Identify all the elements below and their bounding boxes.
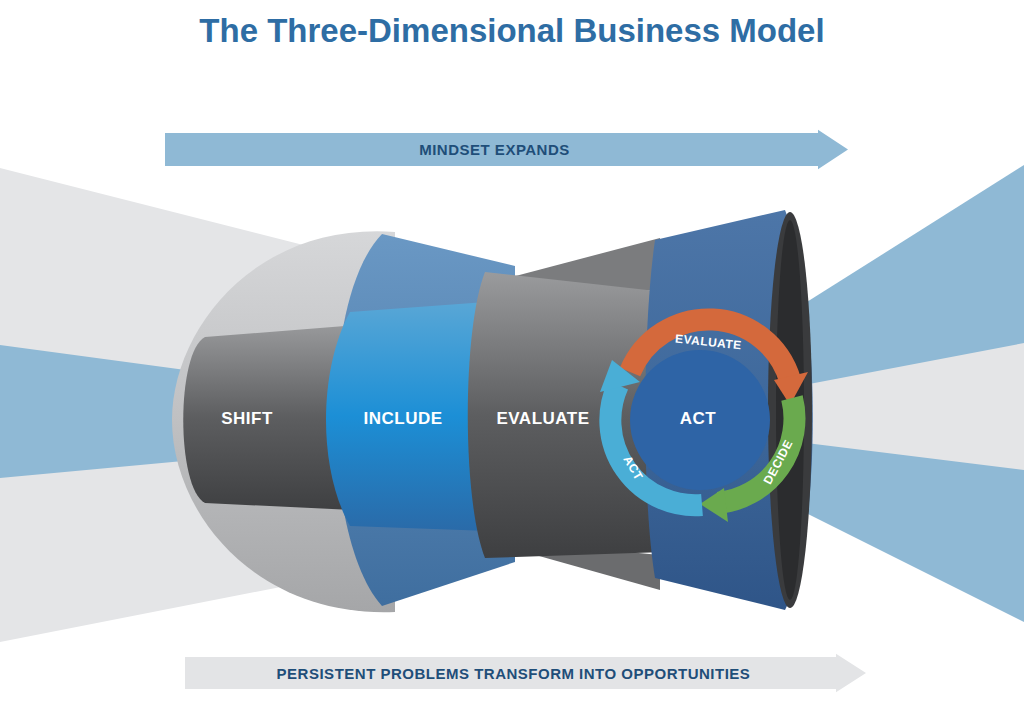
band-text: PERSISTENT PROBLEMS TRANSFORM INTO OPPOR… [277,665,775,682]
model-segment: ACT [680,409,716,429]
model-segment: INCLUDE [363,409,442,429]
arrow-band: MINDSET EXPANDS [165,133,848,166]
band-text: MINDSET EXPANDS [419,141,594,158]
title: The Three-Dimensional Business Model [0,12,1024,50]
arrow-band: PERSISTENT PROBLEMS TRANSFORM INTO OPPOR… [185,657,866,689]
model-segment: SHIFT [221,409,273,429]
segment-label: ACT [680,409,716,429]
segment-label: SHIFT [221,409,273,429]
segment-label: INCLUDE [363,409,442,429]
segment-label: EVALUATE [496,409,589,429]
model-segment: EVALUATE [496,409,589,429]
